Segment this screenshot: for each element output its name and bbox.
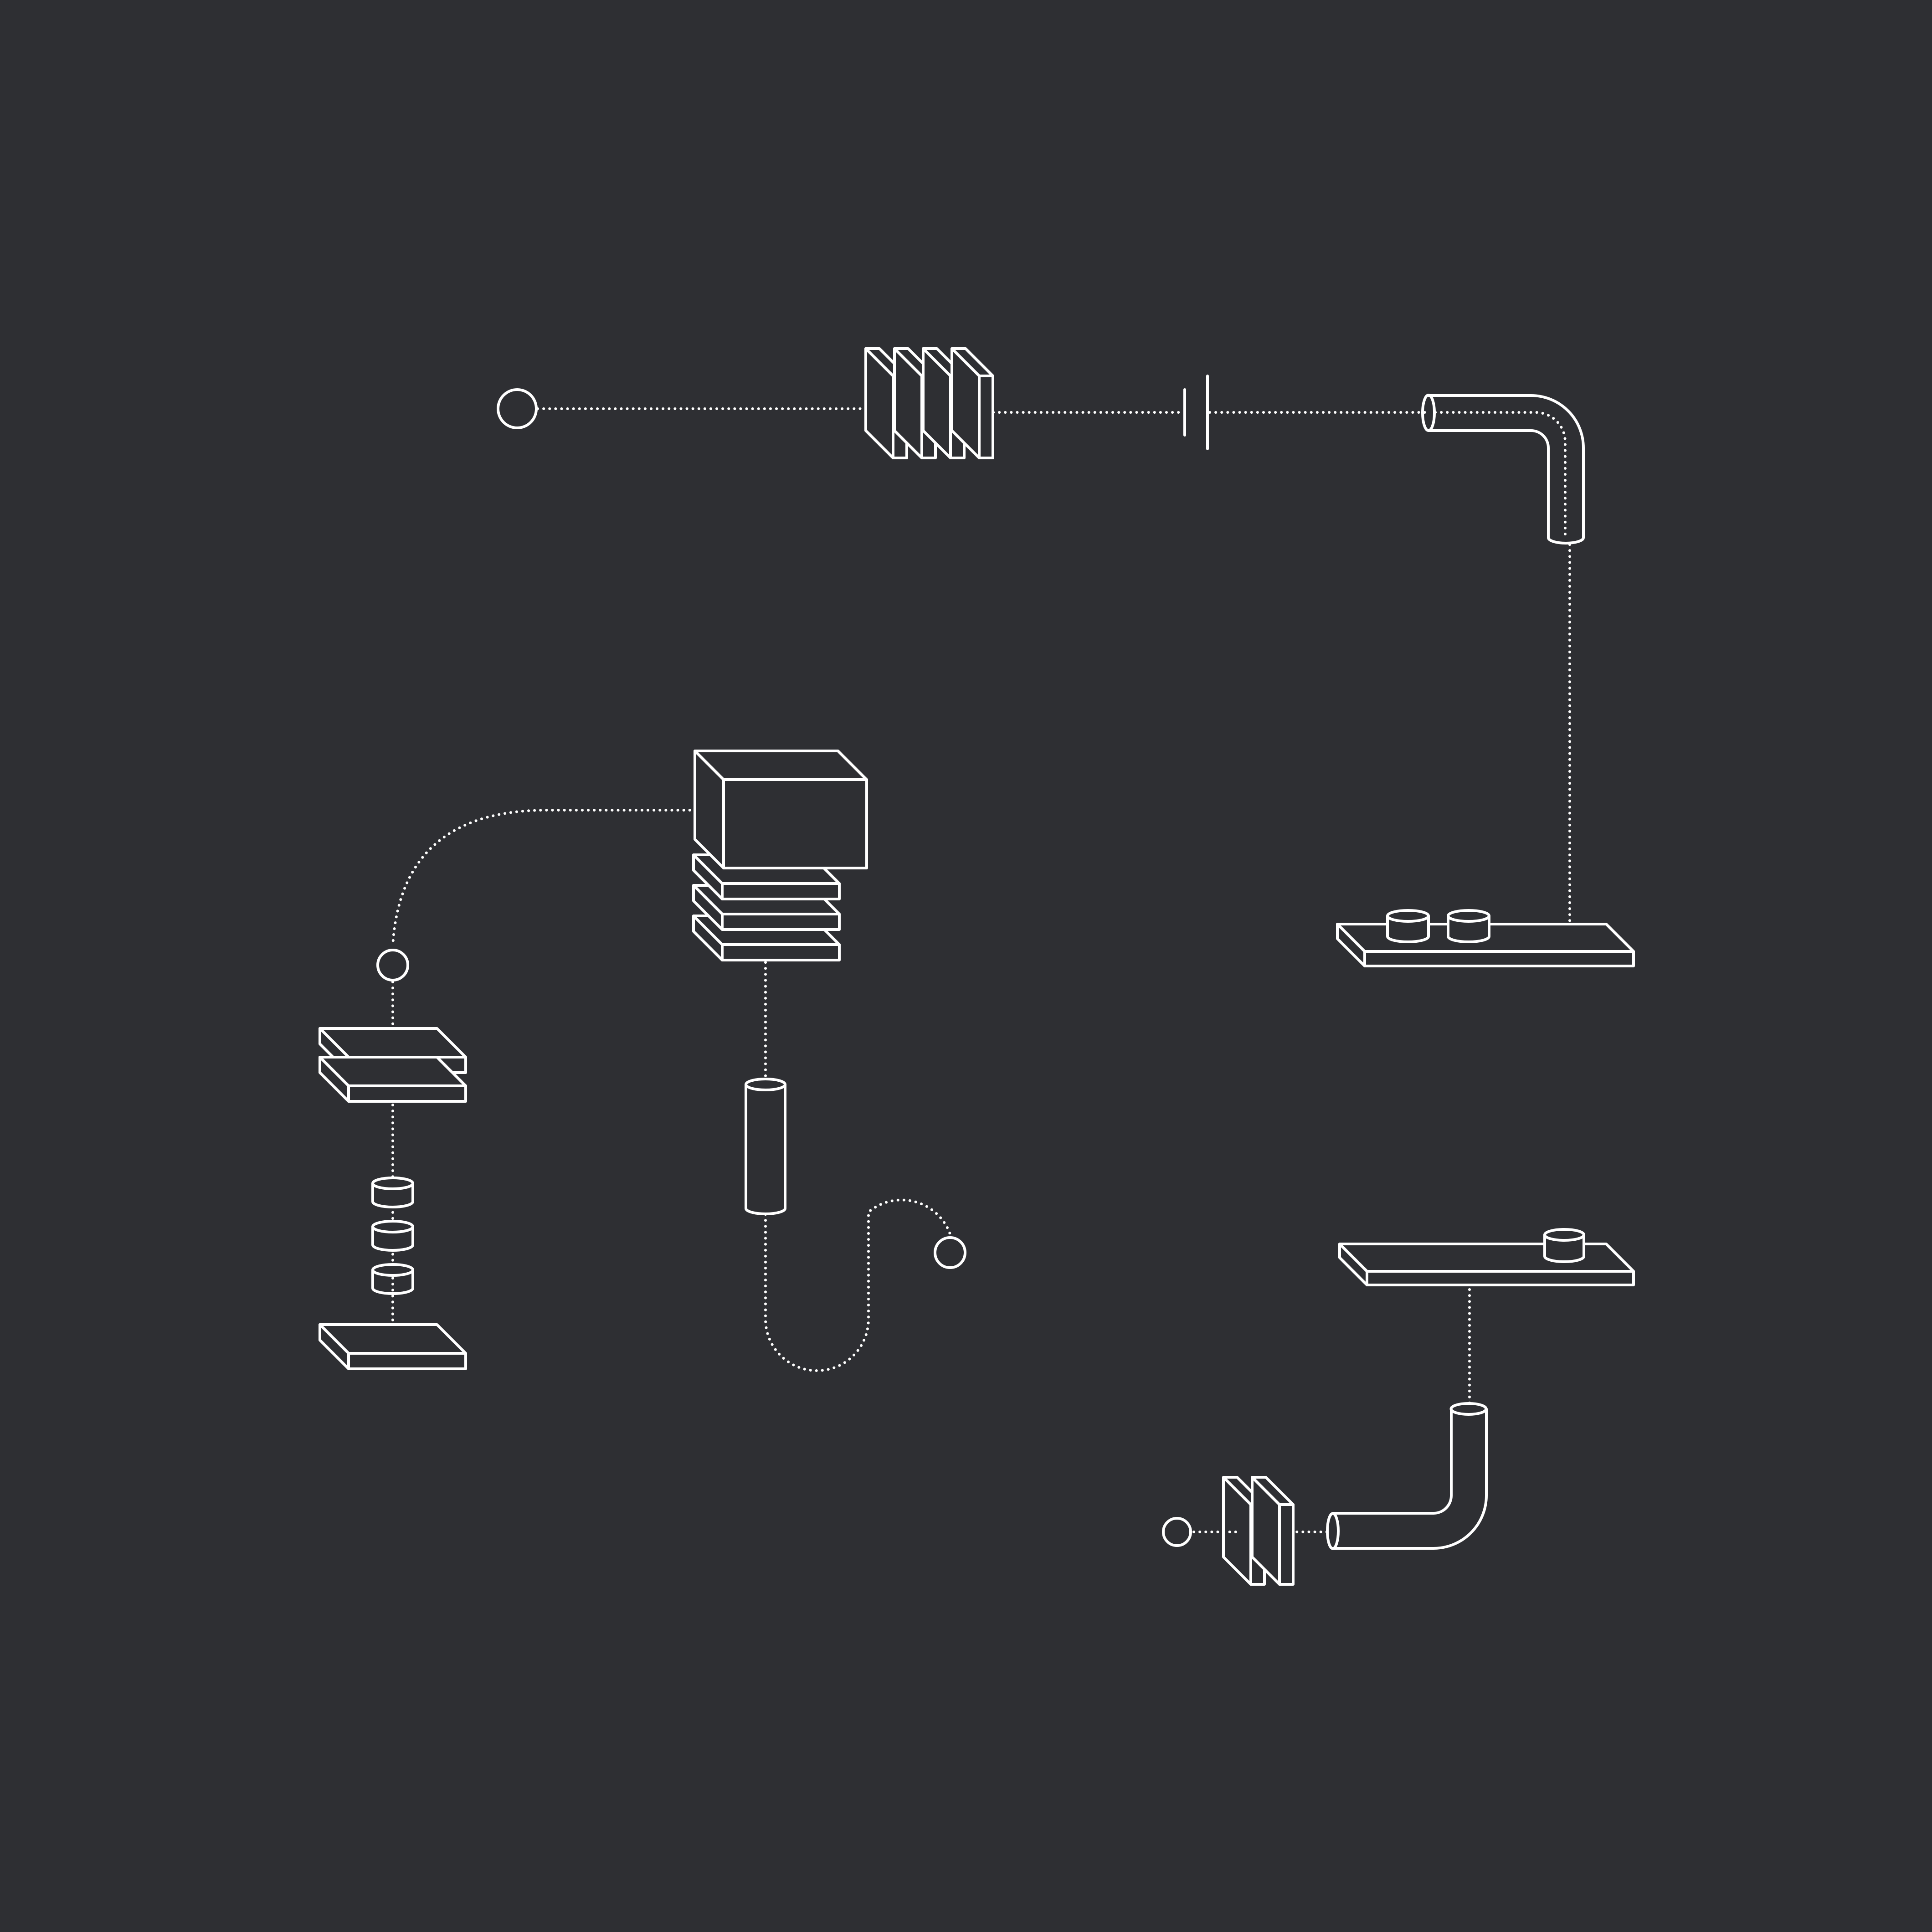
bottom-pipe-side-opening [1326, 1512, 1340, 1550]
bottom-filter-stack [1222, 1476, 1295, 1586]
bottom-filter-plate-2 [1251, 1476, 1295, 1586]
center-signal-column [692, 750, 966, 1372]
left-cylinder-2 [371, 1220, 414, 1252]
left-signal-column [319, 809, 703, 1370]
left-cylinder-1 [371, 1177, 414, 1208]
top-signal-chain [497, 347, 1635, 967]
right-upper-board [1336, 909, 1635, 967]
left-bottom-board [319, 1323, 467, 1370]
bottom-start-terminal [1162, 1517, 1192, 1547]
right-board-cylinder-2 [1447, 909, 1490, 943]
left-cylinder-3 [371, 1263, 414, 1295]
bottom-right-chain [1162, 1228, 1635, 1586]
center-s-curve-connector [764, 1198, 951, 1372]
center-tall-cylinder [745, 1078, 786, 1215]
top-start-terminal [497, 388, 538, 429]
bottom-pipe-top-opening [1449, 1402, 1488, 1416]
center-end-terminal [934, 1236, 966, 1269]
top-elbow-pipe [1421, 394, 1585, 545]
top-filter-stack [864, 347, 994, 459]
center-board-stack [692, 853, 841, 961]
top-capacitor [1183, 375, 1209, 450]
top-filter-plate-4 [951, 347, 994, 459]
left-board-stack [319, 1027, 467, 1103]
center-box [694, 750, 868, 869]
left-curved-connector [391, 809, 703, 947]
bottom-right-board [1338, 1228, 1635, 1286]
right-board-cylinder-1 [1386, 909, 1430, 943]
left-stacked-board-2 [319, 1056, 467, 1103]
bottom-elbow-pipe [1326, 1402, 1488, 1550]
bottom-board-cylinder [1543, 1228, 1585, 1263]
left-terminal [376, 949, 409, 981]
